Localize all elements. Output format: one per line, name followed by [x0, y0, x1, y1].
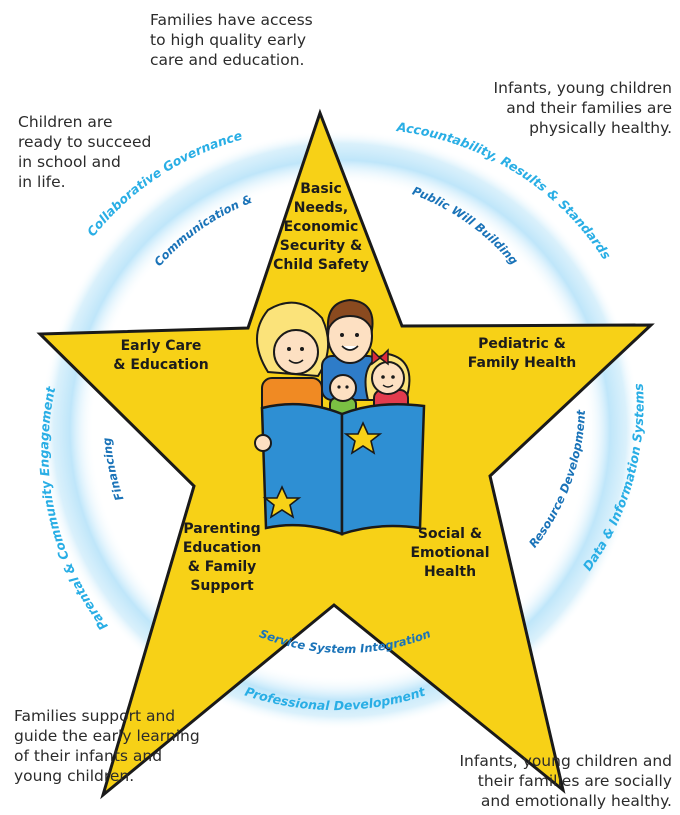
outcome-physically-healthy: Infants, young children and their famili… [493, 79, 672, 137]
outcome-families-support-learning: Families support and guide the early lea… [14, 707, 200, 785]
outcome-early-care-access: Families have access to high quality ear… [150, 11, 313, 69]
star-point-basic-needs: Basic Needs, Economic Security & Child S… [273, 181, 369, 273]
star-point-parenting: Parenting Education & Family Support [182, 521, 262, 594]
star-point-social-emotional: Social & Emotional Health [410, 526, 490, 580]
star-point-pediatric-health: Pediatric & Family Health [467, 336, 577, 371]
outcome-socially-emotionally-healthy: Infants, young children and their famili… [459, 752, 672, 810]
star-point-early-care: Early Care & Education [113, 338, 209, 373]
family-reading-illustration [254, 298, 426, 536]
outcome-ready-to-succeed: Children are ready to succeed in school … [18, 113, 152, 191]
